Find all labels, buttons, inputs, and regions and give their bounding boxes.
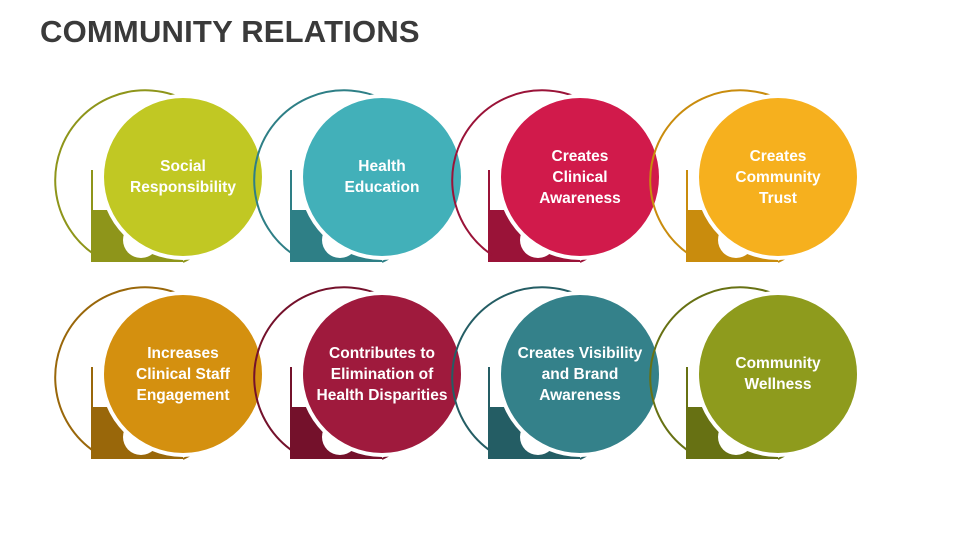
card-label: Increases Clinical Staff Engagement xyxy=(136,344,230,404)
main-circle xyxy=(104,98,262,256)
card-social-responsibility: Social Responsibility xyxy=(54,70,283,270)
card-label: Social Responsibility xyxy=(130,158,236,196)
card-creates-community-trust: Creates Community Trust xyxy=(649,70,878,270)
badge-graphic xyxy=(451,286,663,460)
page-title: COMMUNITY RELATIONS xyxy=(40,14,420,49)
main-circle xyxy=(303,98,461,256)
card-label: Creates Clinical Awareness xyxy=(539,147,621,207)
card-label: Contributes to Elimination of Health Dis… xyxy=(316,344,448,404)
main-circle xyxy=(699,98,857,256)
badge-graphic xyxy=(649,89,861,263)
main-circle xyxy=(104,295,262,453)
card-label: Community Wellness xyxy=(735,355,821,393)
badge-graphic xyxy=(649,286,861,460)
main-circle xyxy=(501,98,659,256)
badge-graphic xyxy=(253,89,465,263)
card-increases-clinical-staff-engagement: Increases Clinical Staff Engagement xyxy=(54,267,283,467)
card-label: Health Education xyxy=(344,158,420,196)
main-circle xyxy=(501,295,659,453)
card-contributes-to-elimination: Contributes to Elimination of Health Dis… xyxy=(253,267,482,467)
card-creates-visibility-brand-awareness: Creates Visibility and Brand Awareness xyxy=(451,267,680,467)
badge-graphic xyxy=(253,286,465,460)
badge-graphic xyxy=(54,89,266,263)
main-circle xyxy=(699,295,857,453)
badge-graphic xyxy=(54,286,266,460)
card-label: Creates Community Trust xyxy=(735,147,821,207)
card-health-education: Health Education xyxy=(253,70,482,270)
card-community-wellness: Community Wellness xyxy=(649,267,878,467)
main-circle xyxy=(303,295,461,453)
badge-graphic xyxy=(451,89,663,263)
card-label: Creates Visibility and Brand Awareness xyxy=(517,344,643,404)
card-creates-clinical-awareness: Creates Clinical Awareness xyxy=(451,70,680,270)
